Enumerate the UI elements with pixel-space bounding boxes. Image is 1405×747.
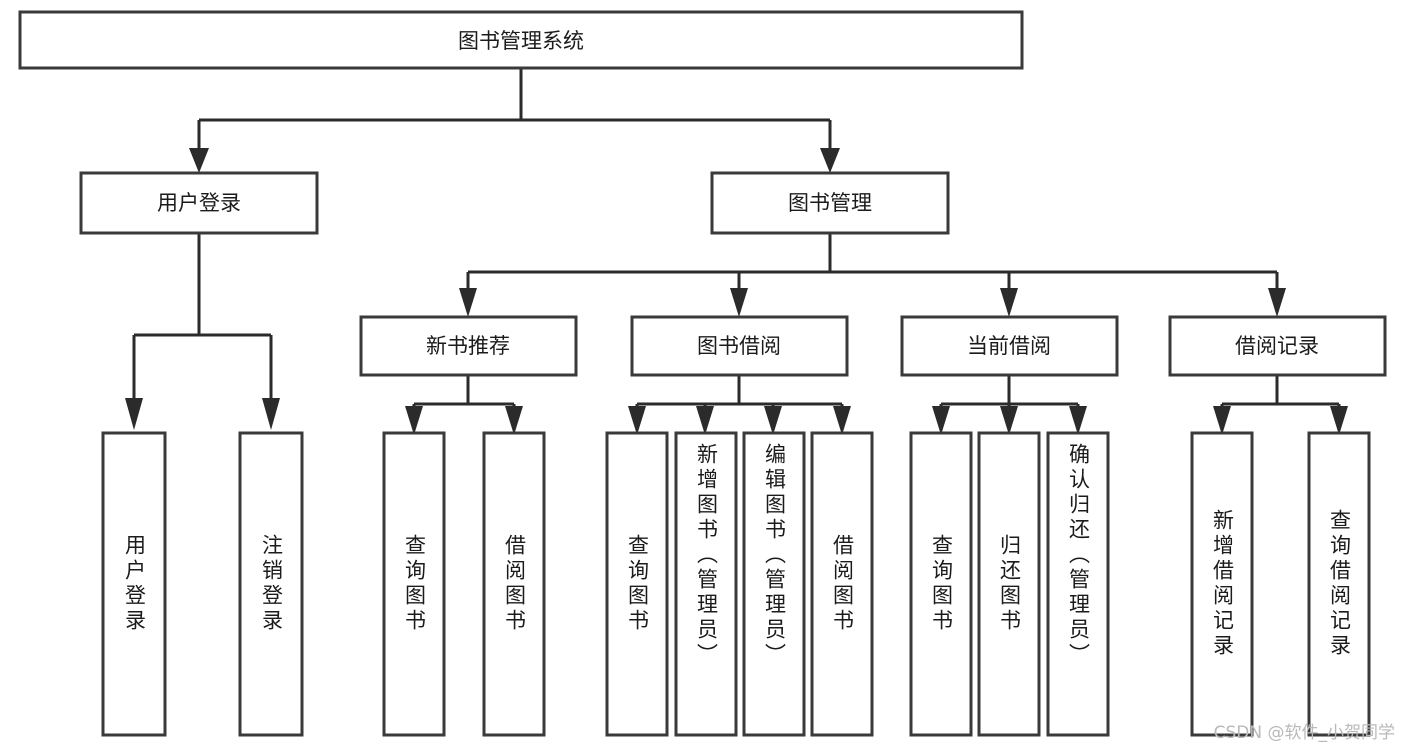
arrowhead-leaf-add-book [696,406,714,435]
node-leaf-borrow-book-2[interactable] [810,431,874,737]
node-leaf-add-record-label: 新增借阅记录 [1210,509,1235,659]
label-wrap-leaf-user-login: 用户登录 [122,534,147,634]
arrowhead-leaf-confirm-return [1069,406,1087,435]
node-user-login[interactable]: 用户登录 [79,171,319,235]
arrowhead-new-book-recommend [459,288,477,317]
node-leaf-return-book-label: 归还图书 [997,534,1022,634]
node-leaf-query-book-2-box[interactable] [605,431,669,737]
label-wrap-leaf-query-book-1: 查询图书 [402,534,427,634]
node-leaf-add-record-box[interactable] [1190,431,1254,737]
node-user-login-label: 用户登录 [157,191,241,215]
node-leaf-query-book-3[interactable] [909,431,973,737]
node-leaf-query-book-1-box[interactable] [382,431,446,737]
node-leaf-user-login-label: 用户登录 [122,534,147,634]
arrowhead-leaf-borrow-book-1 [505,406,523,435]
node-leaf-add-book[interactable] [674,431,738,737]
node-leaf-user-logout[interactable] [238,431,304,737]
label-wrap-leaf-return-book: 归还图书 [997,534,1022,634]
node-leaf-borrow-book-2-label: 借阅图书 [830,534,855,634]
node-leaf-return-book-box[interactable] [977,431,1041,737]
node-leaf-confirm-return-box[interactable] [1046,431,1110,737]
label-wrap-leaf-borrow-book-1: 借阅图书 [502,534,527,634]
arrowhead-user-login [189,148,209,173]
node-leaf-query-book-3-label: 查询图书 [929,534,954,634]
arrowhead-leaf-query-book-1 [405,406,423,435]
arrowhead-leaf-user-logout [262,398,280,430]
node-leaf-borrow-book-1-box[interactable] [482,431,546,737]
label-wrap-leaf-add-record: 新增借阅记录 [1210,509,1235,659]
node-leaf-return-book[interactable] [977,431,1041,737]
arrowhead-leaf-edit-book [764,406,782,435]
node-new-book-recommend[interactable]: 新书推荐 [359,315,578,377]
arrowhead-borrow-record [1268,288,1286,317]
node-leaf-confirm-return-label: 确认归还（管理员） [1066,443,1091,668]
node-leaf-user-logout-label: 注销登录 [259,534,284,634]
node-leaf-borrow-book-2-box[interactable] [810,431,874,737]
arrowhead-leaf-query-book-2 [628,406,646,435]
arrowhead-book-manage [820,148,840,173]
node-leaf-user-login[interactable] [101,431,167,737]
label-wrap-leaf-add-book: 新增图书（管理员） [694,443,719,668]
node-leaf-query-record[interactable] [1307,431,1371,737]
label-wrap-leaf-query-book-2: 查询图书 [625,534,650,634]
arrowhead-leaf-borrow-book-2 [833,406,851,435]
arrowhead-leaf-query-book-3 [932,406,950,435]
label-wrap-leaf-user-logout: 注销登录 [259,534,284,634]
arrowhead-leaf-return-book [1000,406,1018,435]
node-leaf-edit-book-label: 编辑图书（管理员） [762,443,787,668]
node-borrow-record-box[interactable] [1168,315,1387,377]
node-book-borrow-label: 图书借阅 [697,334,781,358]
node-root-box[interactable] [18,10,1024,70]
node-book-borrow[interactable]: 图书借阅 [630,315,849,377]
label-wrap-leaf-query-record: 查询借阅记录 [1327,509,1352,659]
node-book-manage[interactable]: 图书管理 [710,171,950,235]
node-leaf-add-book-box[interactable] [674,431,738,737]
node-leaf-confirm-return[interactable] [1046,431,1110,737]
arrowhead-current-borrow [1000,288,1018,317]
arrowhead-leaf-query-record [1330,406,1348,435]
node-leaf-query-book-2[interactable] [605,431,669,737]
node-book-borrow-box[interactable] [630,315,849,377]
node-leaf-user-login-box[interactable] [101,431,167,737]
node-current-borrow[interactable]: 当前借阅 [900,315,1119,377]
node-leaf-query-book-2-label: 查询图书 [625,534,650,634]
node-leaf-query-book-1-label: 查询图书 [402,534,427,634]
label-wrap-leaf-borrow-book-2: 借阅图书 [830,534,855,634]
label-wrap-leaf-edit-book: 编辑图书（管理员） [762,443,787,668]
node-root-label: 图书管理系统 [458,29,584,53]
arrowhead-leaf-user-login [125,398,143,430]
arrowhead-leaf-add-record [1213,406,1231,435]
label-wrap-leaf-confirm-return: 确认归还（管理员） [1066,443,1091,668]
arrowhead-book-borrow [730,288,748,317]
node-leaf-query-record-label: 查询借阅记录 [1327,509,1352,659]
label-wrap-leaf-query-book-3: 查询图书 [929,534,954,634]
node-leaf-add-book-label: 新增图书（管理员） [694,443,719,668]
node-current-borrow-label: 当前借阅 [967,334,1051,358]
node-leaf-edit-book-box[interactable] [742,431,806,737]
connector-layer [125,68,1348,435]
node-borrow-record[interactable]: 借阅记录 [1168,315,1387,377]
node-borrow-record-label: 借阅记录 [1235,334,1319,358]
node-current-borrow-box[interactable] [900,315,1119,377]
node-new-book-recommend-label: 新书推荐 [426,334,510,358]
node-leaf-edit-book[interactable] [742,431,806,737]
node-book-manage-box[interactable] [710,171,950,235]
node-new-book-recommend-box[interactable] [359,315,578,377]
node-root[interactable]: 图书管理系统 [18,10,1024,70]
node-leaf-query-book-3-box[interactable] [909,431,973,737]
node-leaf-add-record[interactable] [1190,431,1254,737]
node-leaf-user-logout-box[interactable] [238,431,304,737]
node-user-login-box[interactable] [79,171,319,235]
node-leaf-query-record-box[interactable] [1307,431,1371,737]
node-book-manage-label: 图书管理 [788,191,872,215]
node-leaf-query-book-1[interactable] [382,431,446,737]
node-leaf-borrow-book-1-label: 借阅图书 [502,534,527,634]
node-leaf-borrow-book-1[interactable] [482,431,546,737]
